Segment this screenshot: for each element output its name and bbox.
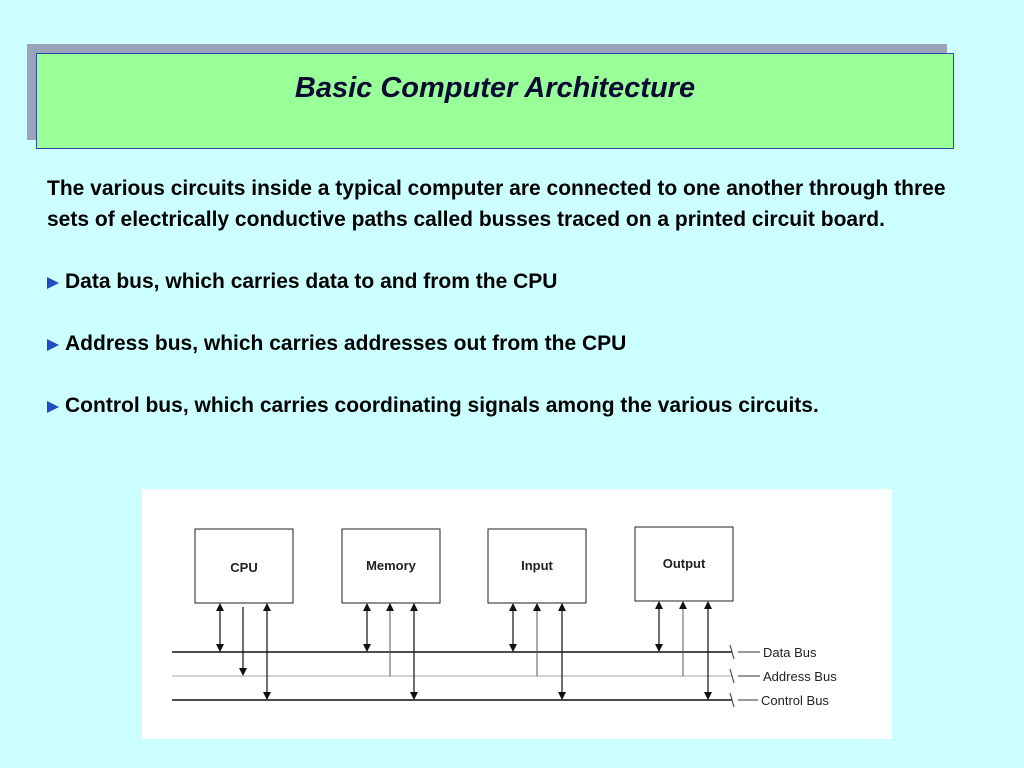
- slide-title: Basic Computer Architecture: [294, 72, 696, 104]
- intro-paragraph: The various circuits inside a typical co…: [47, 177, 946, 231]
- title-box: Basic Computer Architecture: [36, 53, 954, 149]
- bullet-text: Data bus, which carries data to and from…: [65, 270, 558, 293]
- block-cpu: CPU: [194, 528, 294, 604]
- bullet-text: Address bus, which carries addresses out…: [65, 332, 627, 355]
- block-memory: Memory: [341, 528, 441, 604]
- block-label-cpu: CPU: [230, 560, 257, 575]
- slide-body: The various circuits inside a typical co…: [47, 173, 982, 421]
- bus-diagram: CPU Memory Input Output Data Bus Address…: [142, 489, 892, 739]
- block-label-memory: Memory: [366, 558, 417, 573]
- bus-label-control: Control Bus: [761, 693, 829, 708]
- triangle-bullet-icon: [47, 277, 59, 289]
- block-input: Input: [487, 528, 587, 604]
- bus-diagram-svg: CPU Memory Input Output Data Bus Address…: [172, 526, 837, 708]
- block-label-output: Output: [663, 556, 706, 571]
- bullet-control-bus: Control bus, which carries coordinating …: [47, 390, 982, 421]
- bullet-text: Control bus, which carries coordinating …: [65, 394, 819, 417]
- triangle-bullet-icon: [47, 401, 59, 413]
- block-output: Output: [634, 526, 734, 602]
- block-label-input: Input: [521, 558, 553, 573]
- bullet-address-bus: Address bus, which carries addresses out…: [47, 328, 982, 359]
- triangle-bullet-icon: [47, 339, 59, 351]
- bus-label-address: Address Bus: [763, 669, 837, 684]
- bus-label-data: Data Bus: [763, 645, 817, 660]
- bullet-data-bus: Data bus, which carries data to and from…: [47, 266, 982, 297]
